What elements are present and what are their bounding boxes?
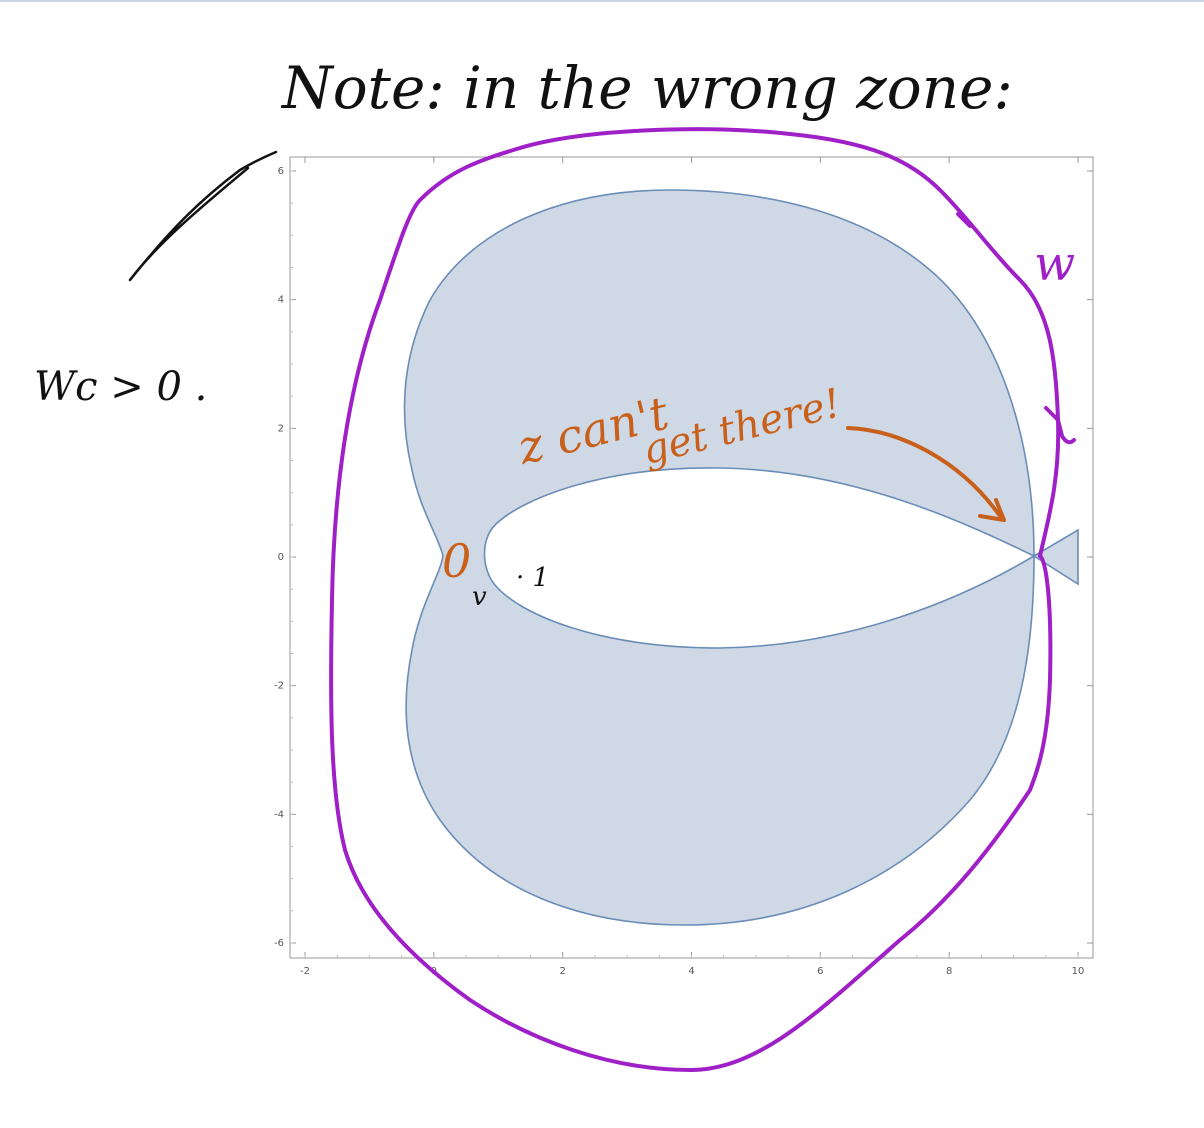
shaded-region: [403, 189, 1036, 926]
black-pen-stroke: [128, 150, 278, 282]
zero-label: 0: [442, 534, 471, 588]
x-tick-label: 10: [1072, 966, 1085, 977]
note-title: Note: in the wrong zone:: [280, 54, 1013, 122]
x-tick-label: 2: [559, 966, 565, 977]
x-tick-label: -2: [300, 966, 310, 977]
y-tick-label: -4: [274, 809, 284, 820]
y-tick-label: 2: [278, 423, 284, 434]
y-tick-label: 4: [278, 295, 284, 306]
purple-arrow-mark-top: [956, 212, 972, 228]
y-tick-label: -6: [274, 938, 284, 949]
x-tick-label: 6: [817, 966, 823, 977]
orange-arrow: [846, 426, 1002, 518]
x-tick-label: 8: [946, 966, 952, 977]
orange-arrow-head: [978, 498, 1006, 522]
wc-label: Wc > 0 .: [34, 364, 207, 410]
x-tick-label: 4: [688, 966, 694, 977]
y-tick-label: 0: [278, 552, 284, 563]
v-label: v: [472, 582, 487, 612]
y-tick-label: 6: [278, 166, 284, 177]
spike-triangle: [1032, 528, 1079, 586]
w-label: w: [1034, 236, 1075, 292]
y-tick-label: -2: [274, 681, 284, 692]
purple-arrow-mark-right: [1044, 406, 1076, 445]
window-top-border: [0, 0, 1204, 2]
one-label: · 1: [516, 563, 549, 593]
purple-contour-w: [329, 127, 1061, 1072]
